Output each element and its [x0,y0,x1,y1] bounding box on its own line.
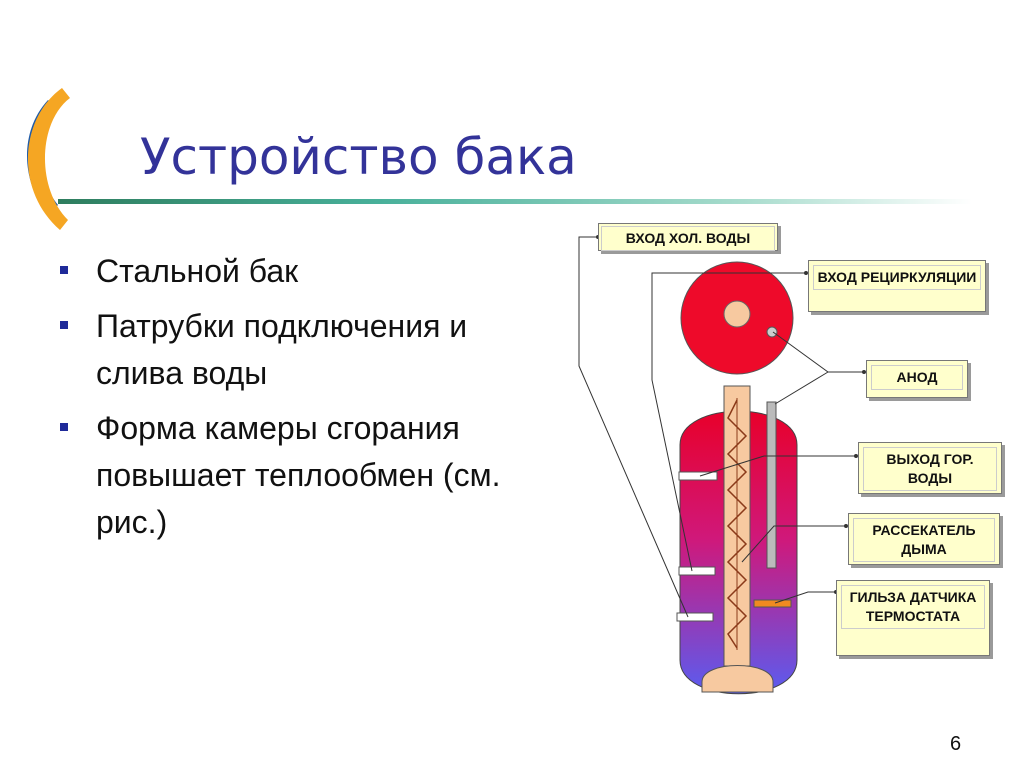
leader-recirc [651,272,806,572]
leader-thermostat [774,591,836,604]
anode-rod [766,401,777,569]
bullet-square-icon [60,423,68,431]
bullet-item-3: Форма камеры сгорания повышает теплообме… [60,405,540,546]
pipe-recirc [678,566,716,576]
smoke-divider [726,399,748,649]
combustion-chamber [701,665,774,693]
leader-anode-b [774,371,829,405]
label-thermostat-sleeve: ГИЛЬЗА ДАТЧИКА ТЕРМОСТАТА [836,580,990,656]
bullet-list: Стальной бак Патрубки подключения и слив… [60,248,540,554]
pipe-hot-outlet [678,471,718,481]
page-number: 6 [950,733,962,755]
thermostat-sleeve [753,599,792,608]
label-anode: АНОД [866,360,968,398]
label-smoke-divider: РАССЕКАТЕЛЬ ДЫМА [848,513,1000,565]
pipe-cold-inlet [676,612,714,622]
bullet-square-icon [60,321,68,329]
leader-smoke [741,525,846,563]
leader-hot-outlet [699,455,856,477]
label-hot-outlet: ВЫХОД ГОР. ВОДЫ [858,442,1002,494]
slide-title: Устройство бака [140,128,577,186]
label-cold-inlet: ВХОД ХОЛ. ВОДЫ [598,223,778,251]
decor-orange-arc [27,88,70,230]
bullet-square-icon [60,266,68,274]
flue-top-view [723,300,751,328]
leader-cold-inlet [578,236,689,618]
anode-top-view [766,326,778,338]
leader-lines [578,236,864,618]
label-recirc-inlet: ВХОД РЕЦИРКУЛЯЦИИ [808,260,986,312]
title-divider [58,199,972,204]
bullet-item-2: Патрубки подключения и слива воды [60,303,540,397]
bullet-item-1: Стальной бак [60,248,540,295]
